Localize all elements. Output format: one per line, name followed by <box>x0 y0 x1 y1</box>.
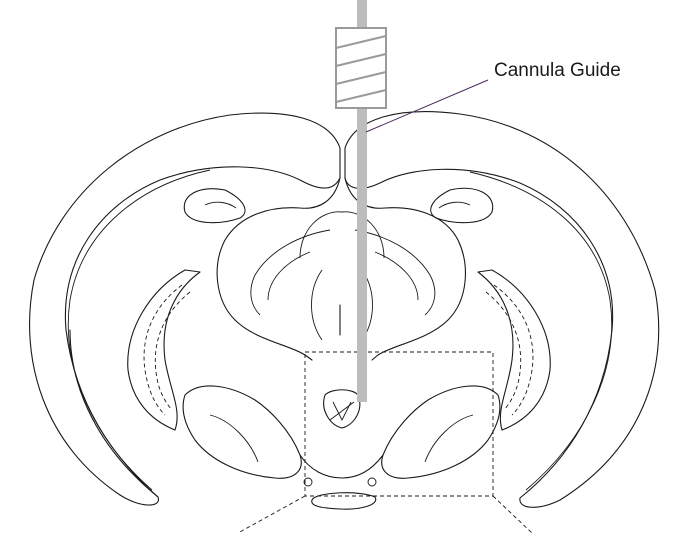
cannula-guide-label: Cannula Guide <box>494 60 621 82</box>
right-cortex <box>345 112 659 508</box>
right-hippocampus <box>431 188 551 430</box>
lower-structures <box>183 386 500 509</box>
central-structures <box>217 178 465 360</box>
cannula-guide <box>336 0 386 402</box>
zoom-line-right <box>493 496 532 533</box>
zoom-line-left <box>238 496 305 533</box>
left-cortex <box>30 113 340 505</box>
